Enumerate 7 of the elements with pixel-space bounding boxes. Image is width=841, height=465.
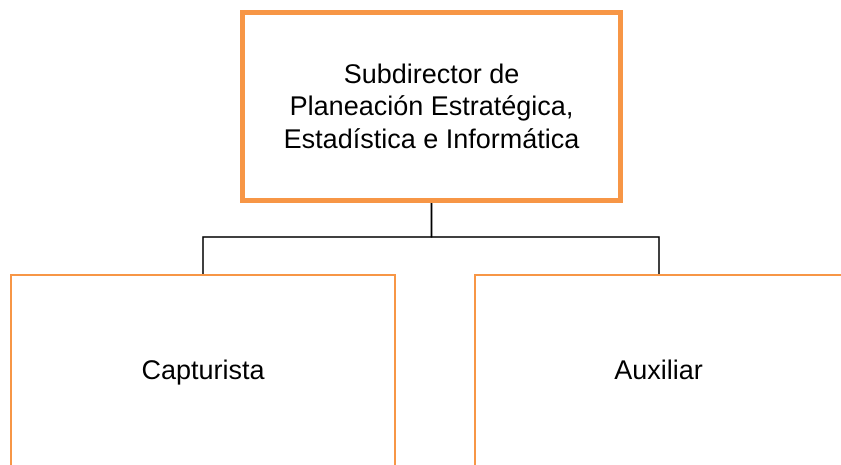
- position-box: [474, 274, 841, 465]
- position-title: Auxiliar: [614, 354, 703, 387]
- connector-line: [430, 203, 660, 274]
- position-title: Capturista: [141, 354, 265, 387]
- position-title: Subdirector de Planeación Estratégica, Estadística e Informática: [282, 58, 580, 156]
- position-box: [10, 274, 396, 465]
- manager-box: [240, 10, 623, 203]
